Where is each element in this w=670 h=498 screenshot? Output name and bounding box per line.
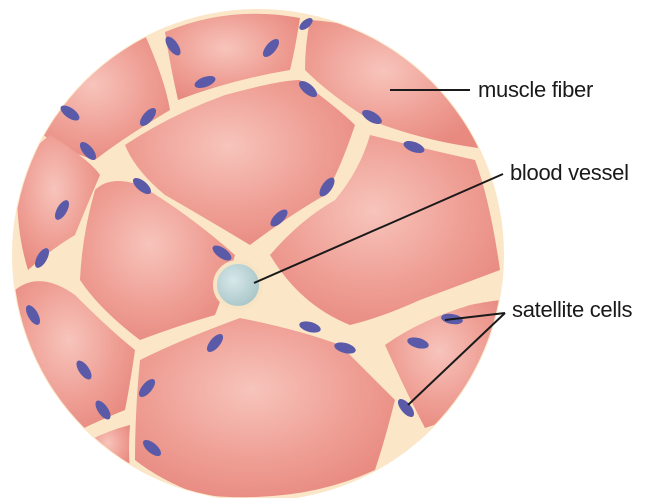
- blood-vessel-label: blood vessel: [510, 160, 629, 186]
- satellite-cells-label: satellite cells: [512, 297, 632, 323]
- blood-vessel: [215, 262, 261, 308]
- muscle-fiber-label: muscle fiber: [478, 77, 593, 103]
